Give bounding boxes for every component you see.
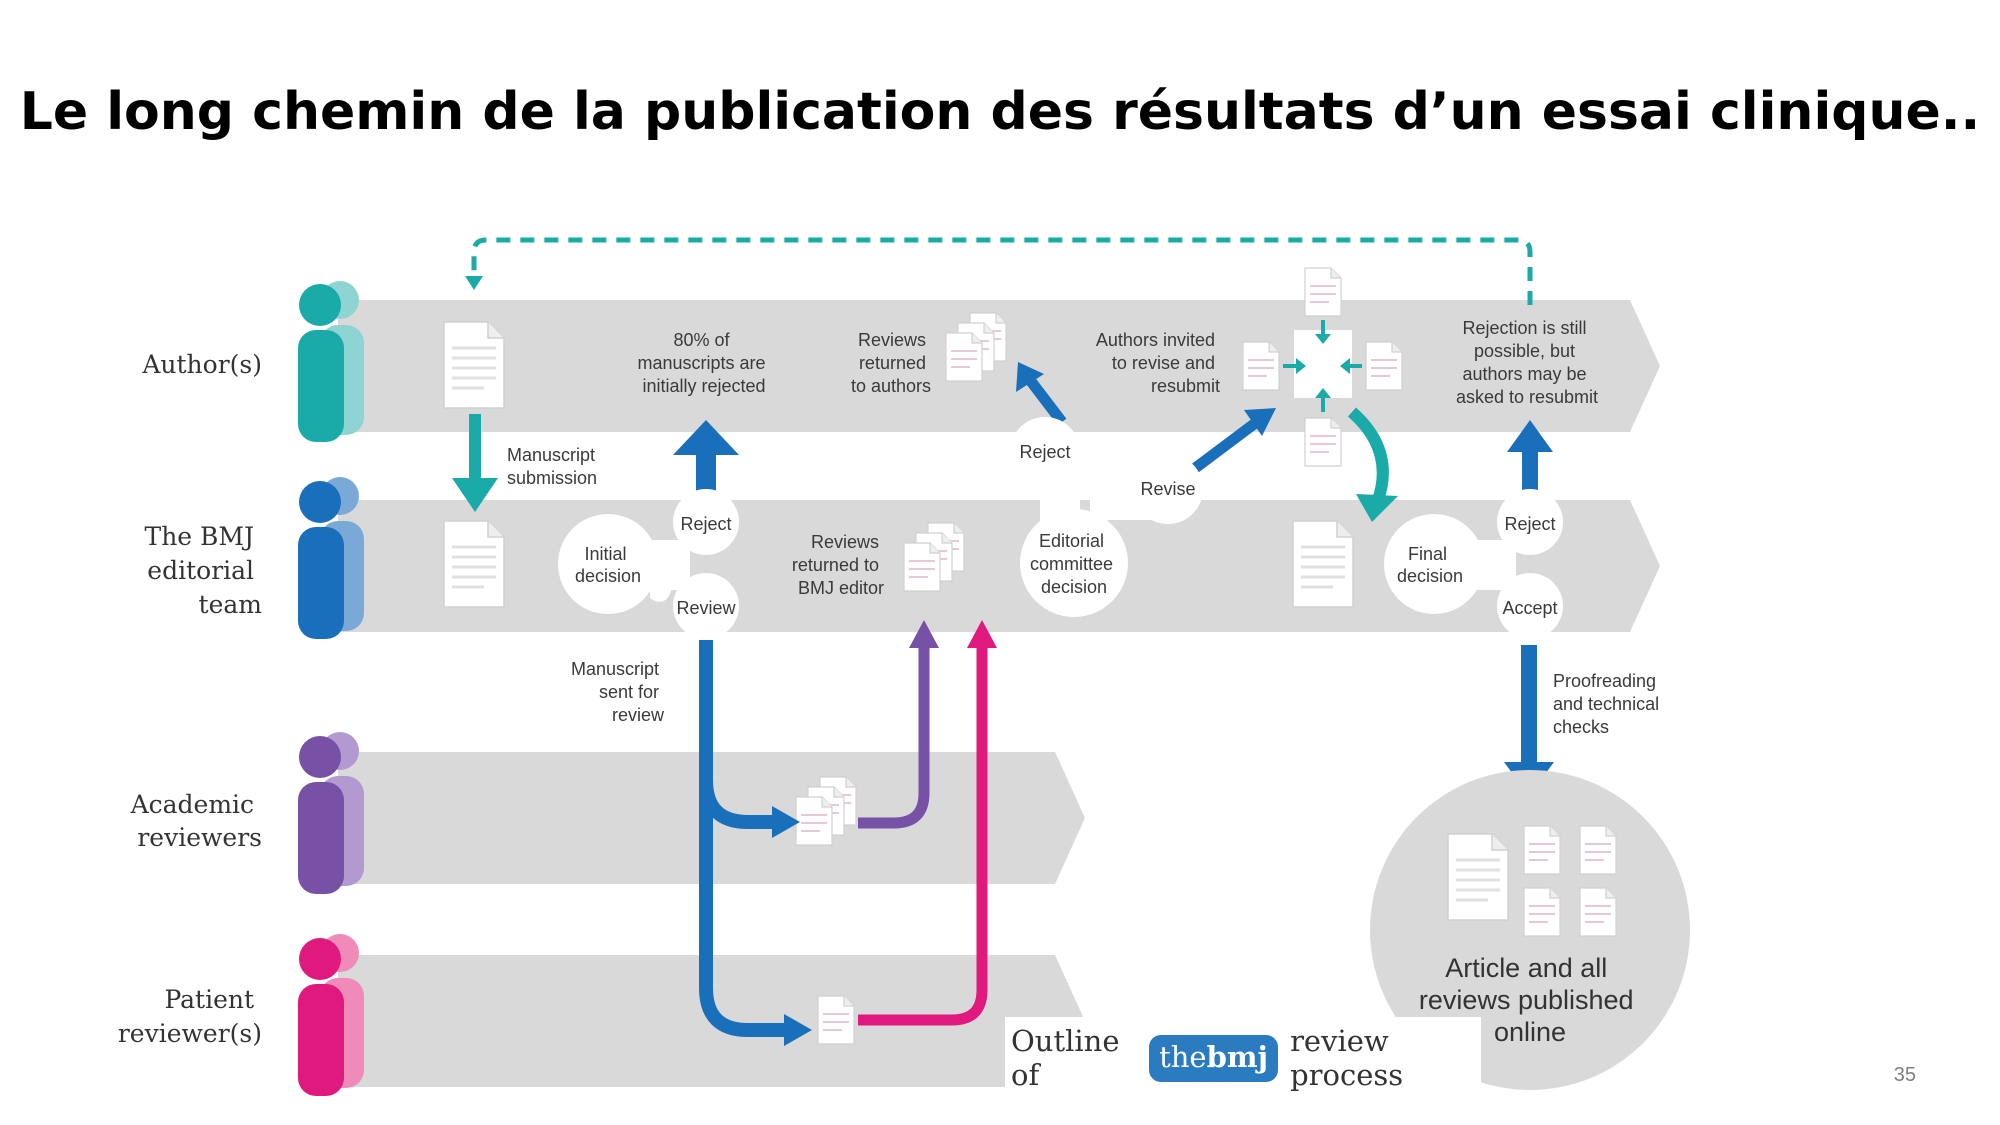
final-decision-node — [1384, 489, 1563, 639]
authors-invited-label: Authors invited to revise and resubmit — [1096, 330, 1220, 396]
revision-curve-arrow — [1347, 407, 1389, 502]
lane-label-authors: Author(s) — [141, 350, 262, 379]
reviews-to-authors-label: Reviews returned to authors — [851, 330, 931, 396]
published-review-icon — [1523, 887, 1561, 937]
caption-prefix: Outline of — [1011, 1024, 1120, 1092]
committee-decision-node — [1010, 417, 1203, 617]
slide-title: Le long chemin de la publication des rés… — [19, 82, 1981, 142]
patient-review-document-icon — [817, 995, 855, 1045]
committee-reject-arrow — [1025, 376, 1067, 426]
published-label: Article and all reviews published online — [1419, 953, 1641, 1047]
reviews-to-editor-label: Reviews returned to BMJ editor — [792, 532, 884, 598]
academic-return-arrow — [858, 646, 930, 829]
patient-person-icon — [298, 934, 364, 1096]
submission-arrow — [452, 414, 498, 512]
rejected-80-label: 80% of manuscripts are initially rejecte… — [637, 330, 770, 396]
bmj-logo-the: the — [1159, 1039, 1207, 1074]
final-reject-arrow — [1507, 420, 1553, 500]
reject-label: Reject — [680, 514, 731, 534]
final-reject-label: Reject — [1504, 514, 1555, 534]
submission-label: Manuscript submission — [507, 445, 600, 488]
review-label: Review — [676, 598, 736, 618]
editorial-person-icon — [298, 477, 364, 639]
caption-suffix: review process — [1290, 1024, 1404, 1092]
bmj-logo-bmj: bmj — [1206, 1039, 1269, 1074]
initial-decision-node — [558, 489, 739, 639]
sent-for-review-label: Manuscript sent for review — [571, 659, 665, 725]
committee-decision-label: Editorial committee decision — [1030, 531, 1118, 597]
patient-return-arrow — [858, 646, 988, 1026]
committee-reject-label: Reject — [1019, 442, 1070, 462]
resubmit-dashed-arrow — [471, 237, 1533, 305]
academic-person-icon — [298, 732, 364, 894]
lane-label-academic: Academic reviewers — [130, 790, 262, 852]
bmj-logo: thebmj — [1149, 1034, 1279, 1082]
page-number: 35 — [1893, 1064, 1916, 1086]
lane-label-editorial: The BMJ editorial team — [145, 522, 263, 619]
accept-label: Accept — [1502, 598, 1557, 618]
published-review-icon — [1523, 825, 1561, 875]
published-review-icon — [1579, 887, 1617, 937]
final-decision-label: Final decision — [1397, 544, 1463, 586]
patient-review-arrow — [699, 780, 787, 1037]
rejection-possible-label: Rejection is still possible, but authors… — [1456, 318, 1598, 407]
revised-document-icon — [1291, 519, 1355, 609]
bmj-caption: Outline of thebmj review process — [1005, 1017, 1481, 1099]
published-review-icon — [1579, 825, 1617, 875]
manuscript-document-icon — [442, 519, 506, 609]
revise-label: Revise — [1140, 479, 1195, 499]
manuscript-document-icon — [442, 320, 506, 410]
resubmit-document-cluster — [1242, 267, 1403, 467]
initial-decision-label: Initial decision — [575, 544, 641, 586]
lane-label-patient: Patient reviewer(s) — [118, 985, 262, 1048]
published-article-icon — [1446, 832, 1510, 922]
proofreading-label: Proofreading and technical checks — [1553, 671, 1664, 737]
revise-arrow — [1186, 419, 1258, 477]
authors-person-icon — [298, 281, 364, 442]
